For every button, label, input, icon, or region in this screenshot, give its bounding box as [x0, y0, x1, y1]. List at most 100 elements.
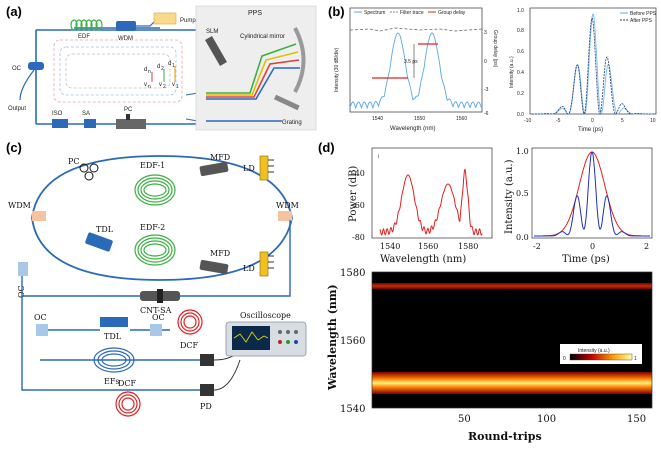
slm-label: SLM [206, 29, 218, 35]
laser-loop-fiber [35, 29, 196, 125]
label-v1: v [172, 82, 175, 88]
wdm-right-label: WDM [276, 201, 299, 210]
oscilloscope-label: Oscilloscope [240, 311, 291, 320]
gd-ylabel: Intensity (30 dB/div) [334, 47, 340, 92]
slm-device [205, 36, 227, 66]
oc-block [28, 62, 44, 70]
wdm-label: WDM [118, 36, 133, 42]
spectrum-ytick-1: -60 [352, 201, 365, 210]
oscilloscope [225, 321, 307, 357]
heatmap-band-main [372, 372, 652, 394]
tdl-loop [85, 232, 113, 252]
tdl-loop-label: TDL [96, 225, 114, 234]
ld-top-label: LD [243, 164, 255, 173]
pps-ytick-1: 0.2 [517, 91, 524, 97]
spectrum-ylabel: Power (dB) [348, 166, 359, 222]
pps-ytick-3: 0.6 [517, 49, 524, 55]
output-fiber [19, 69, 35, 101]
sa-label: SA [82, 111, 90, 117]
pps-xtick-4: 10 [650, 118, 656, 124]
label-v2: v [159, 82, 162, 88]
ac-xtick-0: -2 [533, 242, 541, 251]
mfd-bottom-label: MFD [210, 249, 230, 258]
gd-legend: Spectrum Filter trace Group delay [354, 10, 466, 16]
heatmap [371, 271, 653, 409]
spectrum-ytick-0: -40 [352, 169, 365, 178]
gd-xtick-1: 1550 [414, 116, 425, 122]
pps-xtick-2: 0 [591, 118, 594, 124]
ac-frame [531, 147, 653, 239]
sa-block [84, 119, 96, 128]
edf2-label: EDF-2 [140, 223, 165, 232]
legend-after-pps: After PPS [630, 18, 653, 24]
label-d2-sub: 2 [161, 66, 164, 72]
heatmap-frame [371, 271, 653, 409]
pps-xtick-0: -10 [524, 118, 531, 124]
pc-knob [126, 114, 130, 120]
panel-a: (a) EDF WDM Pump OC Output ISO SA PC [6, 4, 317, 131]
colorbar: Intensity (a.u.) 0 1 [560, 344, 642, 364]
dcf-bottom-label: DCF [118, 379, 137, 388]
label-dn: d [144, 67, 147, 73]
panel-b-label: (b) [328, 4, 345, 19]
heatmap-xlabel: Round-trips [468, 430, 542, 443]
label-v2-sub: 2 [163, 84, 166, 90]
before-pps-trace [532, 13, 654, 115]
cnt-sa-label: CNT-SA [140, 306, 172, 315]
heatmap-ytick-2: 1540 [340, 404, 365, 415]
pps-xtick-3: 5 [621, 118, 624, 124]
pd-label: PD [200, 402, 212, 411]
heatmap-ytick-1: 1560 [340, 336, 365, 347]
spectrum-xtick-0: 1540 [380, 242, 400, 251]
pump-fiber [136, 19, 157, 27]
mfd-bottom [199, 259, 229, 275]
wdm-right [278, 211, 292, 221]
ac-ylabel: Intensity (a.u.) [504, 159, 515, 234]
spectrum-d-trace [379, 168, 483, 236]
oc-b-label: OC [152, 313, 165, 322]
dcf-bottom-coil [115, 391, 141, 417]
dashed-loop-1 [53, 39, 183, 103]
panel-d: (d) i Power (dB) -40 -60 -80 1540 1560 1… [318, 140, 653, 443]
gd-y2tick-0: 3 [484, 30, 487, 36]
heatmap-xtick-1: 100 [537, 414, 556, 425]
gd-y2tick-2: -3 [484, 87, 489, 93]
heatmap-ylabel: Wavelength (nm) [326, 284, 339, 391]
label-d2: d [157, 64, 160, 70]
edf-label: EDF [78, 34, 90, 40]
spectrum-corner-mark: i [378, 154, 379, 160]
pc-block [116, 119, 146, 129]
panel-c-label: (c) [6, 140, 22, 155]
pps-ytick-5: 1.0 [517, 8, 524, 14]
heatmap-xtick-0: 50 [458, 414, 471, 425]
pps-xtick-1: -5 [556, 118, 561, 124]
heatmap-ytick-0: 1580 [340, 268, 365, 279]
gd-xtick-2: 1560 [456, 116, 467, 122]
dashed-loop-3 [65, 53, 171, 89]
oc-b [150, 324, 162, 336]
tdl-delay [100, 317, 128, 327]
mirror-label: Cylindrical mirror [240, 34, 285, 40]
grating [273, 94, 300, 111]
label-d1: d [168, 61, 171, 67]
colorbar-gradient [569, 353, 633, 361]
ac-xtick-1: 0 [590, 242, 595, 251]
oc-a-label: OC [34, 313, 47, 322]
delay-annotation: 3.5 ps [404, 59, 418, 65]
dcf-right-coil [177, 309, 203, 335]
pps-plot-frame [529, 7, 657, 115]
edf-coil [70, 19, 103, 31]
panel-a-label: (a) [6, 4, 22, 19]
colorbar-min: 0 [563, 356, 566, 362]
gd-xlabel: Wavelength (nm) [390, 126, 435, 132]
ld-bottom-label: LD [243, 264, 255, 273]
heatmap-band-top [372, 283, 652, 289]
efs-label: EFs [104, 377, 120, 386]
colorbar-title: Intensity (a.u.) [578, 348, 610, 354]
iso-block [52, 119, 68, 128]
spectrum-xlabel: Wavelength (nm) [380, 254, 466, 265]
panel-b: (b) Spectrum Filter trace Group delay 3.… [328, 4, 657, 133]
label-d1-sub: 1 [172, 63, 175, 69]
